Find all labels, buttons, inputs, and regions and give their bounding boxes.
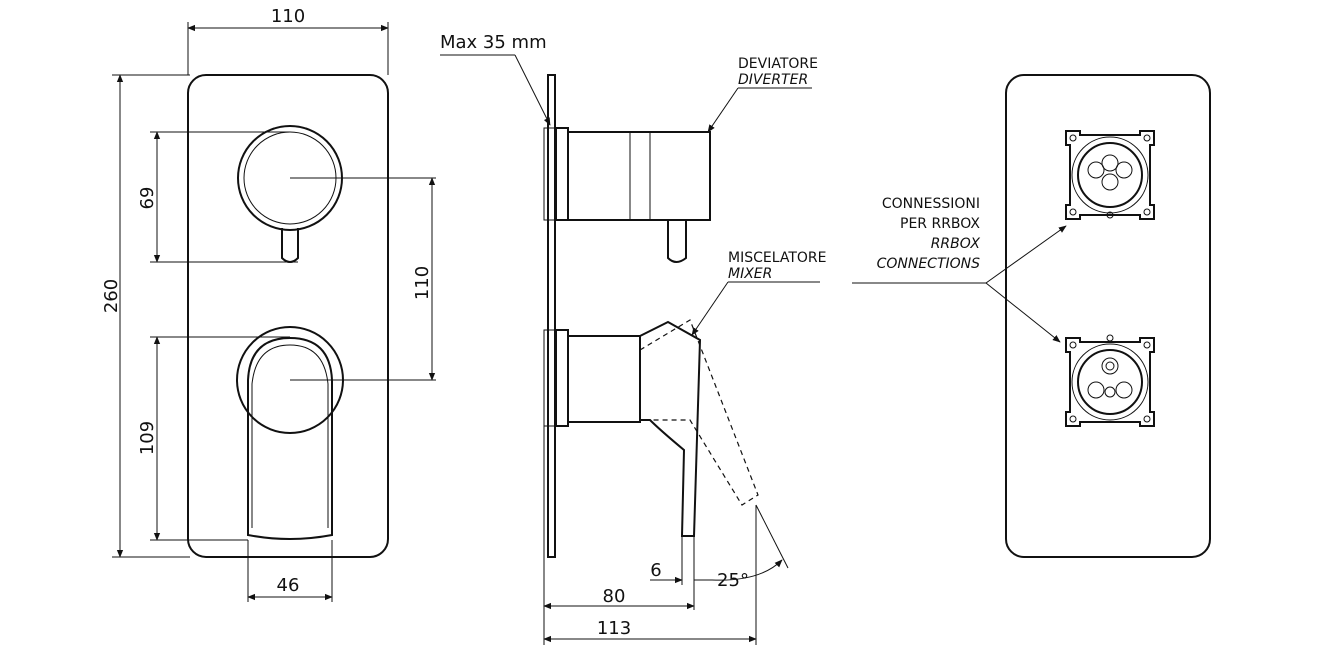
mixer-lever-rotated (639, 319, 759, 506)
mixer-handle (247, 336, 333, 540)
connections-label-it-2: PER RRBOX (900, 216, 980, 232)
upper-rrbox-connection (1065, 130, 1155, 220)
upper-spacing-label: 69 (137, 187, 158, 210)
axis-spacing-label: 110 (412, 266, 433, 300)
diverter-label-en: DIVERTER (738, 72, 808, 88)
mixer-label-en: MIXER (728, 266, 772, 282)
handle-width-label: 46 (277, 575, 300, 596)
connections-label-it-1: CONNESSIONI (882, 196, 980, 212)
mixer-lever (639, 320, 702, 537)
mixer-label-it: MISCELATORE (728, 250, 826, 266)
connections-label-en-2: CONNECTIONS (877, 256, 981, 272)
dim-6-label: 6 (650, 560, 661, 581)
dim-80-label: 80 (603, 586, 626, 607)
lower-rrbox-connection (1065, 334, 1155, 427)
diverter-label-it: DEVIATORE (738, 56, 818, 72)
front-view: 110 260 69 109 110 46 (101, 6, 436, 602)
side-view: Max 35 mm DEVIATORE DIVERTER MISCELATORE… (440, 32, 826, 645)
diverter-body (567, 131, 711, 221)
diverter-lever (281, 228, 299, 263)
back-view: CONNESSIONI PER RRBOX RRBOX CONNECTIONS (852, 74, 1211, 558)
connections-label-en-1: RRBOX (931, 236, 981, 252)
dim-113-label: 113 (597, 618, 631, 639)
max-depth-label: Max 35 mm (440, 32, 547, 53)
front-height-label: 260 (101, 279, 122, 313)
angle-label: 25° (717, 570, 749, 591)
side-plate (547, 74, 556, 558)
mixer-body (567, 335, 641, 423)
diverter-stem (667, 220, 687, 263)
back-plate (1005, 74, 1211, 558)
lower-height-label: 109 (137, 421, 158, 455)
front-plate (187, 74, 389, 558)
front-width-label: 110 (271, 6, 305, 27)
